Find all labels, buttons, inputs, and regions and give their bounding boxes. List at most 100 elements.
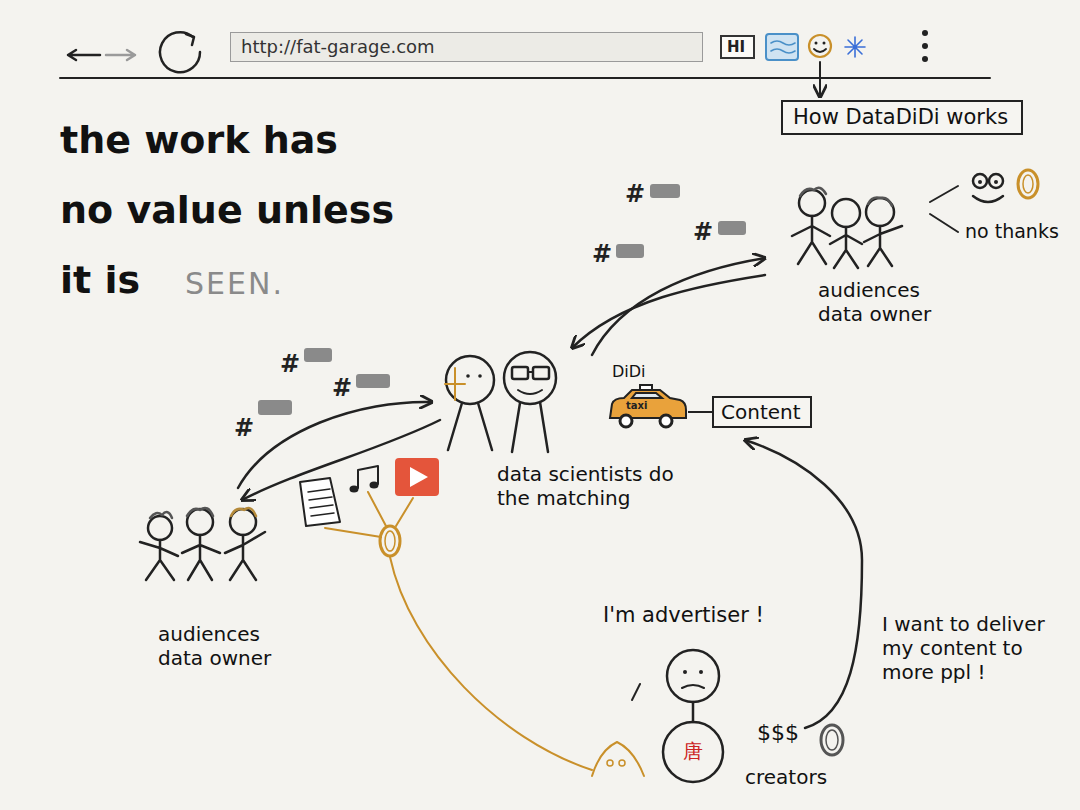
headline-emphasis: SEEN.: [185, 266, 284, 302]
headline: it is: [60, 258, 140, 304]
toolbar-button: HI: [720, 35, 755, 59]
coin: [1018, 170, 1038, 198]
smiley-eye: [823, 42, 826, 45]
glasses-bridge: [528, 371, 533, 373]
document-lines: [308, 489, 334, 516]
url-bar: http://fat-garage.com: [230, 32, 703, 62]
hashtag: #: [592, 240, 612, 269]
face-eye: [989, 174, 1003, 188]
extension-icon: [766, 34, 798, 60]
hashtag: #: [280, 350, 300, 379]
glasses: [512, 367, 528, 379]
scientist-mouth: [518, 390, 542, 394]
person-head: [866, 198, 894, 226]
creator-body: [663, 722, 723, 782]
hashtag: #: [693, 218, 713, 247]
person-hair: [150, 512, 172, 518]
coin-inner: [826, 730, 838, 750]
role-label: creators: [745, 765, 827, 789]
car-window: [632, 393, 662, 398]
scientist-head: [446, 356, 494, 404]
shirt-mark: 唐: [683, 739, 703, 763]
glasses: [533, 367, 549, 379]
choice-line: [930, 186, 958, 232]
speech-text: I'm advertiser !: [603, 603, 764, 628]
music-note: [370, 482, 379, 489]
flow-arrow: [242, 420, 440, 500]
person-head: [832, 199, 860, 227]
gold-line: [325, 492, 413, 537]
smiley-eye: [815, 42, 818, 45]
face-eye: [973, 174, 987, 188]
person-head: [187, 509, 213, 535]
reply-note: no thanks: [965, 220, 1059, 243]
person-body: [864, 226, 902, 266]
smiley-icon: [809, 35, 831, 57]
person-hair: [868, 198, 892, 206]
face-mouth: [973, 196, 1003, 202]
coin: [380, 526, 400, 556]
group-label: audiences data owner: [158, 622, 288, 670]
music-icon: [358, 466, 378, 488]
person-body: [140, 540, 178, 580]
coin: [821, 725, 843, 755]
box-text: How DataDiDi works: [793, 105, 1011, 130]
car-wheel: [620, 415, 632, 427]
menu-dot: [922, 43, 928, 49]
coin-inner: [385, 531, 395, 551]
reload-icon: [160, 32, 200, 72]
headline: the work has: [60, 118, 338, 164]
role-label: data scientists do the matching: [497, 462, 697, 510]
menu-dot: [922, 56, 928, 62]
flow-arrow: [592, 258, 765, 355]
person-body: [792, 216, 830, 264]
car-sign: taxi: [626, 400, 708, 412]
person-body: [225, 532, 265, 580]
menu-dot: [922, 30, 928, 36]
car-body: [610, 390, 686, 418]
tag-bar: [718, 221, 746, 235]
creator-head: [667, 650, 719, 702]
smiley-mouth: [814, 49, 826, 52]
hashtag: #: [625, 180, 645, 209]
reload-head: [186, 34, 194, 45]
content-box: Content: [712, 396, 812, 428]
document-icon: [300, 478, 340, 526]
tag-bar: [258, 400, 292, 415]
back-arrow: [68, 50, 100, 60]
speech-tick: [632, 684, 640, 700]
group-label: audiences data owner: [818, 278, 948, 326]
tag-bar: [616, 244, 644, 258]
star-icon: [845, 37, 865, 57]
scientist-eye: [478, 374, 482, 378]
person-hair: [187, 508, 213, 516]
flow-arrow: [572, 275, 765, 348]
creator-eye: [683, 670, 687, 674]
play-triangle: [410, 467, 428, 487]
brand-name: DiDi: [612, 362, 694, 382]
tag-bar: [304, 348, 332, 362]
face-pupil: [978, 180, 982, 184]
scientist-eye: [466, 374, 470, 378]
money-sign: $$$: [757, 720, 799, 746]
flow-arrow: [745, 440, 862, 728]
tag-bar: [650, 184, 680, 198]
hashtag: #: [234, 414, 254, 443]
video-icon: [395, 458, 439, 496]
person-head: [148, 516, 172, 540]
taxi-car: DiDitaxi: [606, 362, 688, 432]
creator-neck: [692, 702, 695, 722]
connector-line: [688, 411, 712, 413]
pointer-arrow: [819, 62, 821, 97]
headline: no value unless: [60, 188, 394, 234]
scientist-body: [448, 402, 548, 452]
box-text: HI: [727, 38, 748, 56]
person-hair: [231, 508, 256, 516]
car-wheel: [660, 415, 672, 427]
face-pupil: [994, 180, 998, 184]
gold-line: [390, 557, 592, 770]
box-text: http://fat-garage.com: [241, 36, 692, 58]
forward-arrow: [106, 50, 135, 60]
toolbar-rule: [60, 77, 990, 79]
callout-box: How DataDiDi works: [781, 100, 1023, 135]
